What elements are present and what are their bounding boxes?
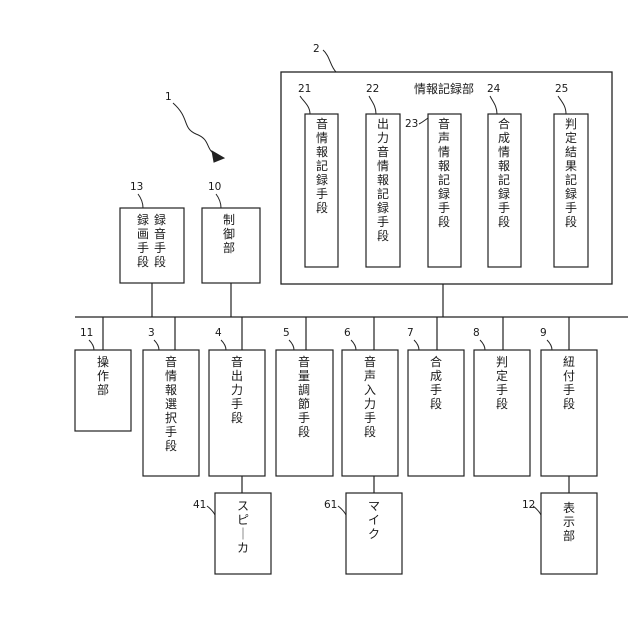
sound-output-means-label: 音出力手段 — [231, 354, 243, 425]
speaker-label: スピ｜カ — [237, 499, 249, 555]
ref-61-leader — [338, 506, 346, 515]
display-unit-label: 表示部 — [563, 501, 575, 543]
ref-23: 23 — [405, 118, 418, 130]
volume-adjustment-means-label: 音量調節手段 — [298, 354, 310, 439]
ref-6-leader — [351, 340, 356, 350]
control-unit-label: 制御部 — [223, 213, 235, 255]
ref-41-leader — [207, 506, 215, 515]
ref-9-leader — [547, 340, 552, 350]
ref-info-unit-leader — [323, 50, 336, 72]
ref-system: 1 — [165, 91, 172, 103]
ref-4: 4 — [215, 327, 222, 339]
ref-8-leader — [480, 340, 485, 350]
ref-24: 24 — [487, 83, 501, 95]
operation-unit-label: 操作部 — [97, 354, 109, 397]
ref-5-leader — [289, 340, 294, 350]
info-recording-unit-title: 情報記録部 — [414, 81, 474, 96]
ref-11: 11 — [80, 327, 93, 339]
synthesis-info-recording-means-label: 合成情報記録手段 — [498, 116, 510, 229]
recording-means-audio-label: 録音手段 — [154, 212, 166, 269]
ref-61: 61 — [324, 499, 337, 511]
system-pointer-arrowhead — [212, 151, 224, 162]
sound-info-recording-means-label: 音情報記録手段 — [316, 116, 328, 215]
ref-3-leader — [154, 340, 159, 350]
synthesis-means-label: 合成手段 — [430, 354, 442, 411]
ref-4-leader — [221, 340, 226, 350]
ref-12: 12 — [522, 499, 535, 511]
ref-13: 13 — [130, 181, 143, 193]
ref-22: 22 — [366, 83, 379, 95]
ref-9: 9 — [540, 327, 547, 339]
ref-info-unit: 2 — [313, 43, 320, 55]
sound-info-selection-means-label: 音情報選択手段 — [165, 354, 177, 453]
ref-7-leader — [414, 340, 419, 350]
ref-25: 25 — [555, 83, 568, 95]
ref-8: 8 — [473, 327, 480, 339]
ref-10-leader — [216, 194, 221, 208]
judgment-result-recording-means-label: 判定結果記録手段 — [565, 117, 577, 229]
recording-means-video-label: 録画手段 — [137, 212, 149, 269]
recording-means-box — [120, 208, 184, 283]
linking-means-label: 紐付手段 — [563, 355, 575, 411]
judgment-means-label: 判定手段 — [496, 355, 508, 411]
output-sound-info-recording-means-label: 出力音情報記録手段 — [377, 117, 389, 243]
ref-7: 7 — [407, 327, 414, 339]
ref-10: 10 — [208, 181, 221, 193]
ref-3: 3 — [148, 327, 155, 339]
system-pointer-curve — [173, 103, 218, 156]
voice-info-recording-means-label: 音声情報記録手段 — [438, 116, 450, 229]
ref-11-leader — [89, 340, 94, 350]
ref-5: 5 — [283, 327, 290, 339]
ref-13-leader — [138, 194, 143, 208]
ref-21: 21 — [298, 83, 311, 95]
voice-input-means-label: 音声入力手段 — [364, 354, 376, 439]
ref-6: 6 — [344, 327, 351, 339]
microphone-label: マイク — [368, 499, 380, 541]
ref-41: 41 — [193, 499, 206, 511]
